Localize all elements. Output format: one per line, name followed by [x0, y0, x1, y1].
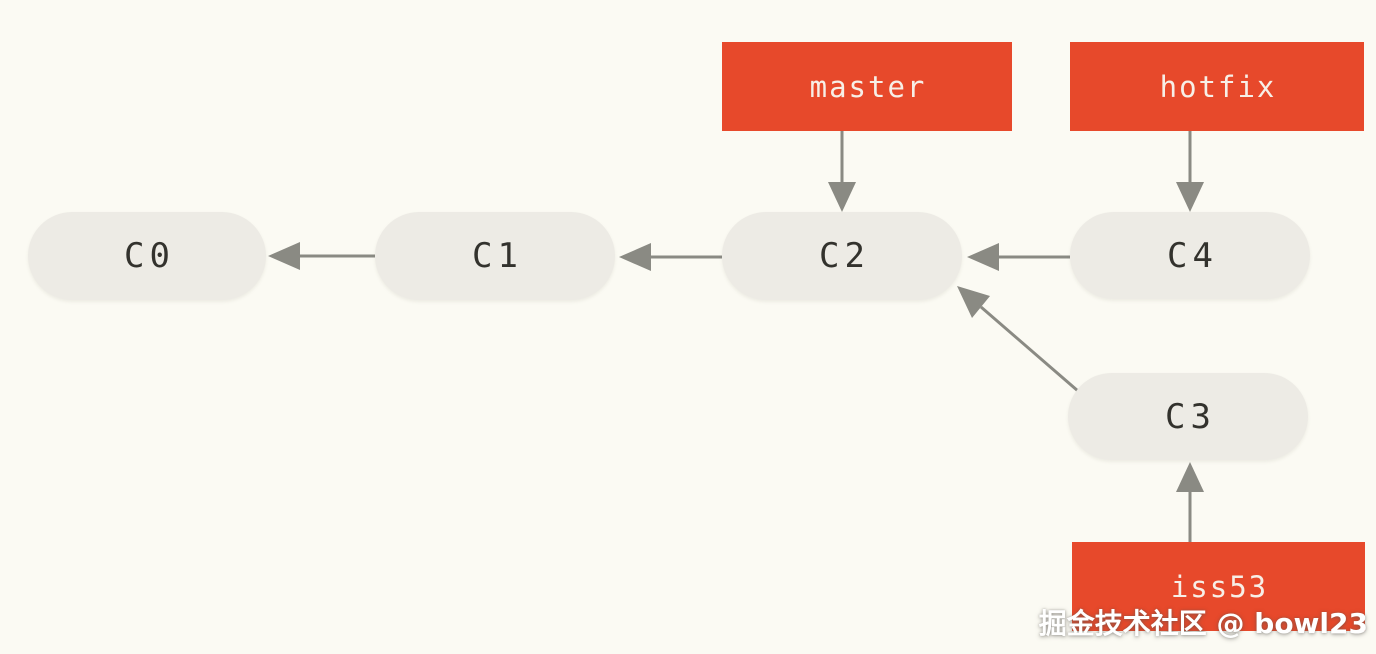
branch-label-text: master	[809, 69, 927, 104]
commit-label: C4	[1167, 235, 1218, 276]
arrow-c4-to-c2	[967, 243, 1070, 271]
commit-label: C1	[472, 236, 523, 276]
commit-label: C0	[124, 236, 175, 276]
watermark: 掘金技术社区 @ bowl23	[1038, 607, 1368, 640]
arrow-c1-to-c0	[268, 242, 375, 270]
arrow-c3-to-c2	[957, 286, 1079, 393]
commit-label: C3	[1165, 396, 1216, 437]
arrow-iss53-to-c3	[1176, 462, 1204, 542]
arrow-hotfix-to-c4	[1176, 131, 1204, 212]
commit-node-c0: C0	[28, 212, 266, 300]
branch-label-master: master	[722, 42, 1012, 131]
arrow-master-to-c2	[828, 131, 856, 212]
arrow-c2-to-c1	[619, 243, 722, 271]
commit-node-c3: C3	[1068, 373, 1308, 460]
commit-node-c1: C1	[375, 212, 615, 300]
commit-label: C2	[819, 236, 870, 276]
branch-label-text: hotfix	[1159, 69, 1277, 104]
commit-node-c2: C2	[722, 212, 962, 300]
branch-label-hotfix: hotfix	[1070, 42, 1364, 131]
branch-label-text: iss53	[1170, 569, 1269, 604]
commit-node-c4: C4	[1070, 212, 1310, 299]
branch-label-iss53: iss53	[1072, 542, 1365, 631]
